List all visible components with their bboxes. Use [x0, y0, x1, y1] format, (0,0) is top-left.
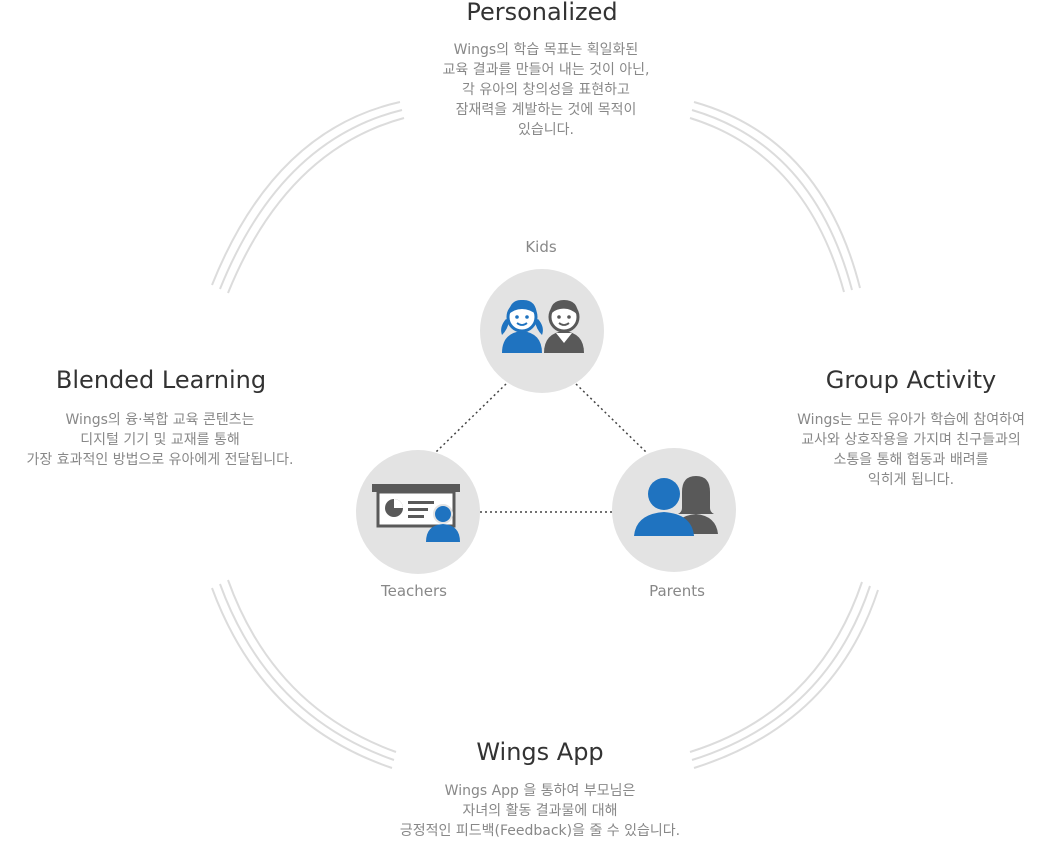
kids-icon — [501, 299, 584, 353]
wings-app-title: Wings App — [476, 738, 604, 766]
blended-line: 디지털 기기 및 교재를 통해 — [80, 432, 240, 448]
wings-app-description: Wings App 을 통하여 부모님은 자녀의 활동 결과물에 대해 긍정적인… — [400, 781, 680, 841]
personalized-title: Personalized — [466, 0, 618, 26]
personalized-line: Wings의 학습 목표는 획일화된 — [453, 42, 639, 58]
group-line: Wings는 모든 유아가 학습에 참여하여 — [797, 412, 1025, 428]
group-line: 교사와 상호작용을 가지며 친구들과의 — [801, 432, 1021, 448]
kids-node — [480, 269, 604, 393]
group-activity-description: Wings는 모든 유아가 학습에 참여하여 교사와 상호작용을 가지며 친구들… — [797, 410, 1025, 490]
personalized-description: Wings의 학습 목표는 획일화된 교육 결과를 만들어 내는 것이 아닌, … — [442, 40, 649, 140]
group-line: 익히게 됩니다. — [867, 472, 955, 488]
personalized-line: 각 유아의 창의성을 표현하고 — [462, 82, 630, 98]
personalized-line: 잠재력을 계발하는 것에 목적이 — [455, 102, 637, 118]
blended-learning-title: Blended Learning — [55, 366, 267, 394]
personalized-line: 교육 결과를 만들어 내는 것이 아닌, — [442, 62, 650, 78]
group-line: 소통을 통해 협동과 배려를 — [833, 452, 989, 468]
personalized-line: 있습니다. — [518, 122, 574, 138]
parents-node — [612, 448, 736, 572]
teacher-board-icon — [372, 484, 460, 542]
blended-line: Wings의 융·복합 교육 콘텐츠는 — [65, 412, 255, 428]
link-kids-parents — [575, 383, 647, 453]
group-activity-title: Group Activity — [825, 366, 997, 394]
kids-label: Kids — [525, 238, 557, 256]
app-line: 자녀의 활동 결과물에 대해 — [462, 803, 618, 819]
link-kids-teachers — [435, 383, 507, 453]
teachers-node — [356, 450, 480, 574]
blended-learning-description: Wings의 융·복합 교육 콘텐츠는 디지털 기기 및 교재를 통해 가장 효… — [27, 410, 294, 470]
teachers-label: Teachers — [381, 582, 447, 600]
app-line: 긍정적인 피드백(Feedback)을 줄 수 있습니다. — [399, 823, 681, 839]
blended-line: 가장 효과적인 방법으로 유아에게 전달됩니다. — [26, 452, 294, 468]
parents-icon — [634, 476, 718, 536]
app-line: Wings App 을 통하여 부모님은 — [444, 783, 636, 799]
parents-label: Parents — [649, 582, 705, 600]
